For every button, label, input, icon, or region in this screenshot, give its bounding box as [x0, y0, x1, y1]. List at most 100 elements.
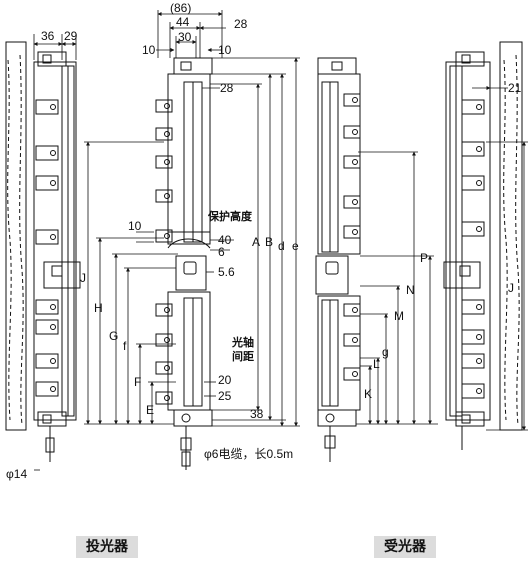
side-clamp-6-screw: [50, 358, 56, 364]
receiver-clamp-4-screw: [352, 229, 358, 235]
top-bracket: [37, 51, 67, 67]
dim-J-emitter: J: [80, 271, 86, 285]
dim-e: e: [292, 239, 299, 253]
dim-5-6: 5.6: [218, 265, 235, 279]
receiver-side-clamp-0: [461, 99, 485, 115]
receiver-clamp-6: [343, 333, 361, 347]
emitter-body-lower: [167, 291, 211, 411]
receiver-clamp-0: [343, 93, 361, 107]
label-axis-pitch-1: 光轴: [231, 335, 254, 349]
emitter-clamp-3: [155, 189, 173, 203]
bottom-bracket: [37, 411, 67, 427]
receiver-clamp-1: [343, 125, 361, 139]
emitter-left-dims: [84, 141, 178, 425]
emitter-clamp-3-screw: [164, 193, 170, 199]
receiver-side-body: [445, 61, 491, 421]
side-clamp-0: [35, 99, 59, 115]
side-clamp-5-screw: [50, 324, 56, 330]
dim-38: 38: [250, 407, 264, 421]
emitter-clamp-1-screw: [164, 131, 170, 137]
emitter-clamp-5: [155, 303, 173, 317]
dim-M: M: [394, 309, 404, 323]
dim-44: 44: [176, 15, 190, 29]
receiver-clamp-2: [343, 155, 361, 169]
receiver-side-clamp-6-screw: [476, 358, 482, 364]
dim-28-upper: 28: [220, 81, 234, 95]
mounting-rail: [5, 41, 27, 431]
dim-F: F: [134, 375, 141, 389]
side-clamps: [35, 99, 59, 397]
side-clamp-3: [35, 229, 59, 245]
dim-H: H: [94, 301, 103, 315]
receiver-clamp-0-screw: [352, 97, 358, 103]
receiver-clamp-2-screw: [352, 159, 358, 165]
dim-G: G: [109, 329, 118, 343]
emitter-clamp-8: [155, 391, 173, 405]
emitter-top-dims: [156, 10, 226, 58]
receiver-side-clamp-4-screw: [476, 304, 482, 310]
side-clamp-3-screw: [50, 234, 56, 240]
emitter-clamp-1: [155, 127, 173, 141]
emitter-mid-bracket: [175, 255, 207, 291]
dim-10-mid: 10: [128, 219, 142, 233]
label-protect-height: 保护高度: [207, 209, 253, 223]
emitter-front-view: [167, 57, 213, 470]
receiver-top-cap: [317, 57, 357, 75]
dim-10-left: 10: [142, 43, 156, 57]
dim-28-top: 28: [234, 17, 248, 31]
emitter-top-cap: [173, 57, 213, 75]
receiver-dims: [356, 151, 438, 425]
dim-E: E: [146, 403, 154, 417]
side-clamp-4: [35, 299, 59, 315]
emitter-clamp-2: [155, 155, 173, 169]
side-clamp-4-screw: [50, 304, 56, 310]
dim-N: N: [406, 283, 415, 297]
receiver-side-dims: [472, 86, 528, 431]
side-clamp-2-screw: [50, 180, 56, 186]
receiver-body-lower: [317, 295, 361, 411]
receiver-clamp-3-screw: [352, 199, 358, 205]
emitter-side-view: [5, 41, 81, 462]
receiver-side-clamp-2: [461, 175, 485, 191]
receiver-clamp-7: [343, 367, 361, 381]
receiver-clamp-3: [343, 195, 361, 209]
emitter-body-upper: [167, 73, 211, 245]
receiver-side-clamp-1-screw: [476, 146, 482, 152]
dim-phi14: φ14: [6, 467, 27, 481]
emitter-clamp-0: [155, 99, 173, 113]
receiver-side-clamp-5-screw: [476, 334, 482, 340]
receiver-clamp-6-screw: [352, 337, 358, 343]
side-clamp-1: [35, 145, 59, 161]
receiver-side-clamp-1: [461, 141, 485, 157]
dim-6: 6: [218, 245, 225, 259]
dim-A: A: [252, 235, 260, 249]
emitter-clamp-7-screw: [164, 365, 170, 371]
dim-d: d: [278, 239, 285, 253]
receiver-clamps: [343, 93, 361, 381]
emitter-clamp-8-screw: [164, 395, 170, 401]
receiver-side-clamp-2-screw: [476, 180, 482, 186]
emitter-right-dims: [202, 57, 300, 427]
dim-g: g: [382, 345, 389, 359]
emitter-clamp-4: [155, 229, 173, 243]
dim-40: 40: [218, 233, 232, 247]
emitter-clamp-4-screw: [164, 233, 170, 239]
dim-86: (86): [170, 1, 191, 15]
receiver-side-clamp-3-screw: [476, 226, 482, 232]
receiver-side-clamps: [461, 99, 485, 399]
receiver-mid-bracket: [315, 255, 349, 295]
receiver-side-clamp-7: [461, 383, 485, 399]
dim-P: P: [420, 251, 428, 265]
dim-J-receiver: J: [508, 281, 514, 295]
middle-bracket: [43, 261, 81, 289]
receiver-clamp-5: [343, 303, 361, 317]
emitter-bottom-cap: [173, 409, 213, 427]
receiver-clamp-4: [343, 225, 361, 239]
dim-30: 30: [178, 30, 192, 44]
receiver-clamp-1-screw: [352, 129, 358, 135]
dim-B: B: [265, 235, 273, 249]
receiver-side-clamp-4: [461, 299, 485, 315]
dim-K: K: [364, 387, 372, 401]
side-clamp-0-screw: [50, 104, 56, 110]
